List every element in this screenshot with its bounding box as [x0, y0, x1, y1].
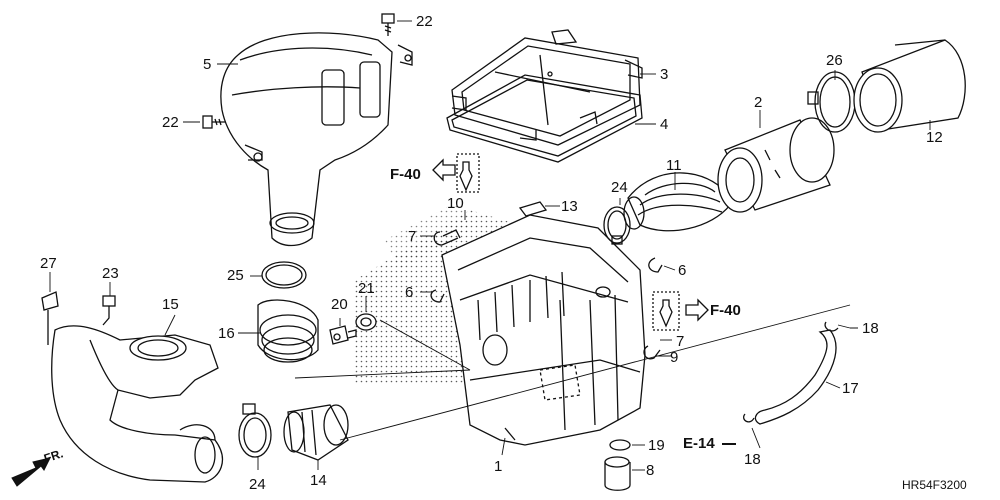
pin-7-right: [652, 291, 680, 331]
leader-lines: [49, 20, 931, 471]
joint-tube-11: [623, 172, 731, 232]
screw-23: [102, 295, 116, 326]
callout-22-left: 22: [162, 114, 179, 131]
clip-6-right: [648, 257, 663, 273]
callout-16: 16: [218, 325, 235, 342]
callout-24-right: 24: [611, 179, 628, 196]
callout-4: 4: [660, 116, 669, 133]
callout-24-left: 24: [249, 476, 266, 493]
bolt-22-left: [202, 115, 226, 129]
air-cleaner-element: [717, 117, 835, 213]
callout-26: 26: [826, 52, 843, 69]
bolt-22-top: [381, 13, 395, 36]
clip-27: [41, 291, 59, 345]
callout-25: 25: [227, 267, 244, 284]
callout-11: 11: [666, 157, 682, 174]
callout-8: 8: [646, 462, 655, 479]
ref-e14: E-14: [683, 435, 715, 452]
sensor-20: [329, 325, 357, 345]
callout-20: 20: [331, 296, 348, 313]
pin-10: [456, 153, 480, 193]
hose-joint-14: [283, 404, 349, 461]
callout-1: 1: [494, 458, 503, 475]
callout-27: 27: [40, 255, 57, 272]
hose-clip-18-top: [824, 321, 839, 332]
f40-right-arrow-icon: [685, 298, 709, 322]
label-sticker: [518, 201, 548, 217]
clamp-band-24-left: [238, 403, 272, 458]
air-cleaner-case: [441, 214, 646, 472]
callout-12: 12: [926, 129, 943, 146]
f40-left-arrow-icon: [432, 158, 456, 182]
drain-tube-8: [604, 456, 631, 491]
outer-cover-12: [853, 39, 966, 133]
callout-17: 17: [842, 380, 859, 397]
air-cleaner-cover: [451, 29, 643, 146]
callout-21: 21: [358, 280, 375, 297]
clamp-band-24-right: [603, 206, 631, 245]
callout-7-right: 7: [676, 333, 685, 350]
callout-15: 15: [162, 296, 179, 313]
callout-14: 14: [310, 472, 327, 489]
hose-clip-18-bottom: [743, 413, 755, 423]
callout-18-top: 18: [862, 320, 879, 337]
callout-22-top: 22: [416, 13, 433, 30]
connecting-tube-16: [257, 299, 319, 363]
callout-3: 3: [660, 66, 669, 83]
callout-10: 10: [447, 195, 464, 212]
ref-f40-right: F-40: [710, 302, 741, 319]
grommet-21: [355, 313, 377, 331]
clip-6-left: [430, 289, 445, 303]
drain-hose-17: [754, 329, 837, 425]
callout-18-bottom: 18: [744, 451, 761, 468]
inlet-duct-15: [51, 325, 224, 483]
air-duct-upper: [220, 32, 413, 247]
clip-upper: [433, 229, 461, 246]
clamp-band-25: [261, 261, 307, 289]
clip-9: [643, 345, 661, 360]
callout-7-left: 7: [408, 228, 417, 245]
callout-13: 13: [561, 198, 578, 215]
callout-6-right: 6: [678, 262, 687, 279]
callout-6-left: 6: [405, 284, 414, 301]
callout-23: 23: [102, 265, 119, 282]
stipple-shading-rear: [385, 200, 470, 270]
callout-2: 2: [754, 94, 763, 111]
gasket: [446, 74, 643, 163]
o-ring-19: [609, 439, 631, 451]
ref-f40-left: F-40: [390, 166, 421, 183]
callout-19: 19: [648, 437, 665, 454]
front-arrow-icon: [11, 457, 51, 487]
callout-5: 5: [203, 56, 212, 73]
diagram-code: HR54F3200: [902, 478, 967, 492]
callout-9: 9: [670, 349, 679, 366]
